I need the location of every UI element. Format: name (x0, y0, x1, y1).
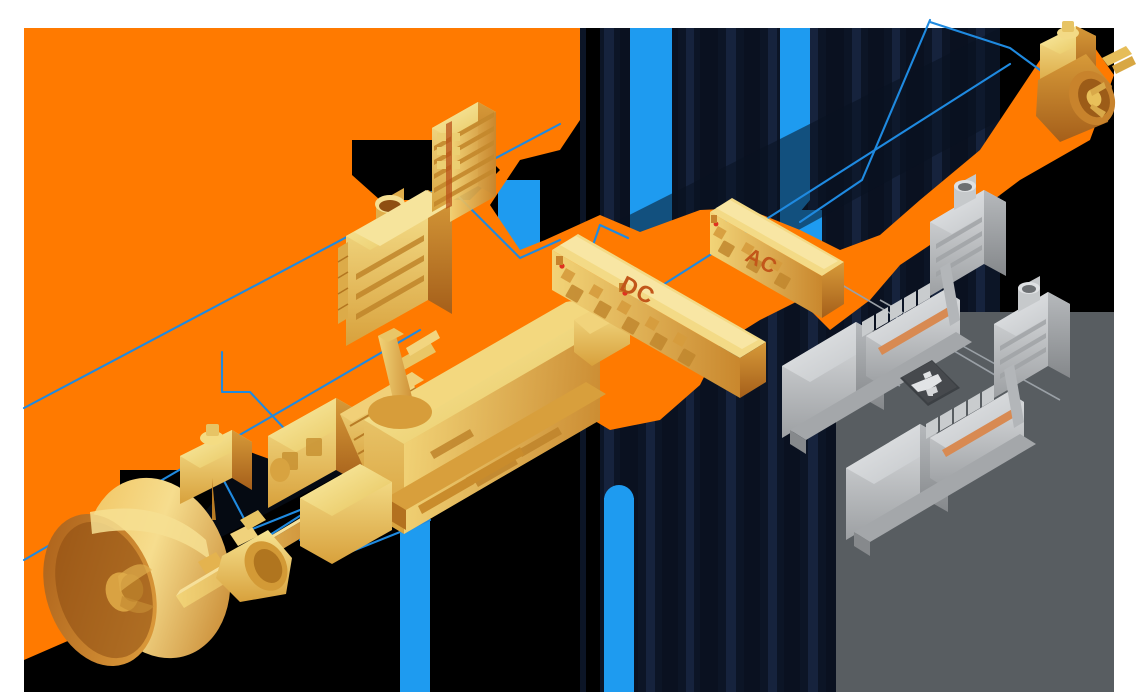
line-branch-gearbox (220, 350, 312, 458)
stern-tube-bearing[interactable] (198, 510, 296, 602)
dc-switchboard[interactable] (552, 234, 766, 398)
main-diesel-engine[interactable] (300, 298, 630, 564)
battery-energy-storage-rack[interactable] (432, 102, 496, 222)
bow-thruster[interactable] (1036, 21, 1136, 142)
line-battery-dc (456, 194, 562, 260)
ac-switchboard[interactable] (710, 198, 844, 318)
ship-with-plug-icon (911, 371, 942, 396)
propeller-nozzle[interactable] (25, 459, 253, 681)
gray-inactive-panel (836, 312, 1114, 692)
shore-power-connection[interactable] (900, 360, 960, 406)
auxiliary-genset-2[interactable] (846, 276, 1070, 556)
shaft-generator-motor[interactable] (180, 424, 252, 520)
auxiliary-genset-1[interactable] (782, 174, 1006, 454)
line-ac-to-genset (798, 18, 932, 224)
line-bow-thruster (928, 20, 1042, 72)
line-dc-top (590, 223, 630, 250)
exhaust-gas-economizer[interactable] (337, 188, 452, 429)
